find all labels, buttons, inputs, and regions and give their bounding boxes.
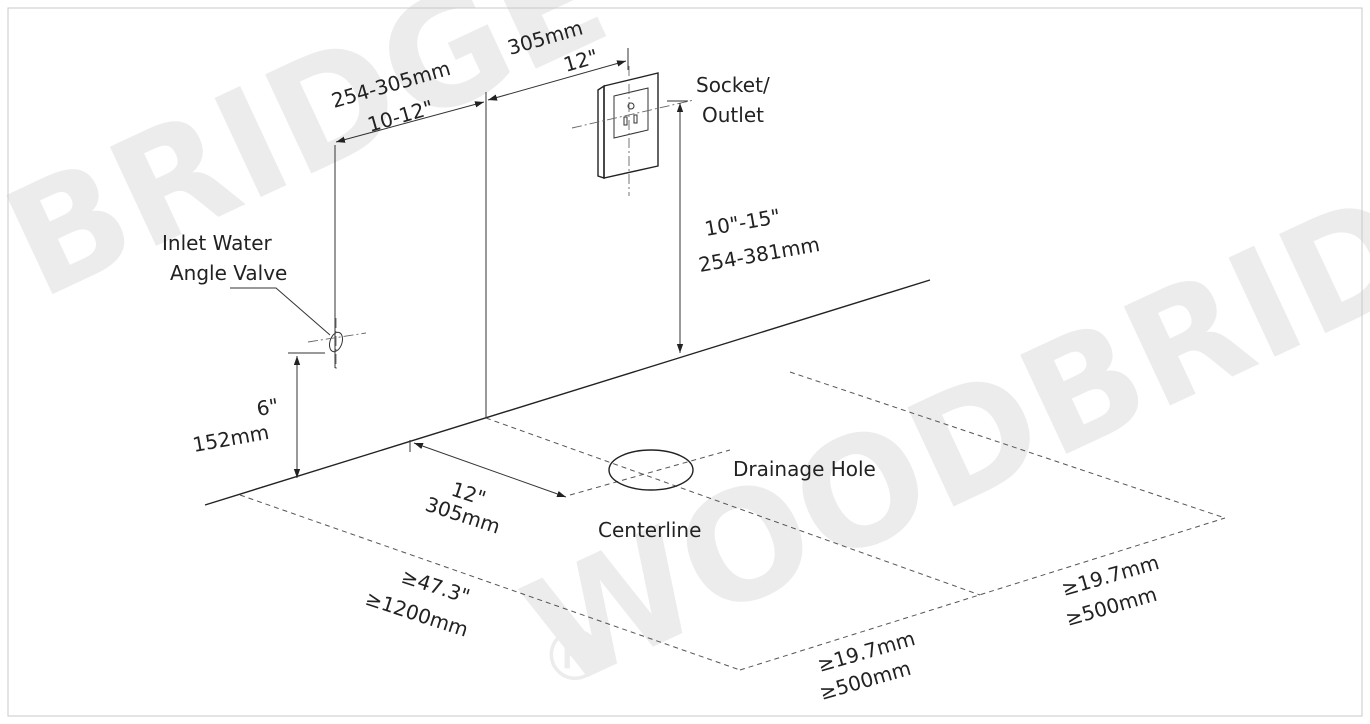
- drainage-hole-icon: [608, 449, 694, 491]
- wall-base-line: [204, 279, 931, 506]
- socket-label-line2: Outlet: [702, 103, 764, 127]
- inlet-leader-line: [230, 287, 331, 336]
- registered-mark: ®: [540, 615, 610, 697]
- socket-label-line1: Socket/: [696, 73, 770, 97]
- inlet-label-line1: Inlet Water: [162, 231, 273, 255]
- drain-offset-arrow: [413, 442, 567, 498]
- centerline-label: Centerline: [598, 518, 701, 542]
- drainage-hole-label: Drainage Hole: [733, 457, 876, 481]
- socket-offset-arrow: [487, 60, 627, 101]
- valve-height-mm-label: 152mm: [191, 420, 271, 457]
- floor-area-outline: [239, 371, 1226, 671]
- watermark-text-right: WOODBRID: [502, 161, 1370, 722]
- socket-height-in-label: 10"-15": [703, 204, 783, 241]
- socket-outlet-icon: [571, 66, 695, 196]
- frame-border: [7, 7, 1363, 717]
- valve-spacing-arrow: [335, 101, 485, 143]
- inlet-label-line2: Angle Valve: [170, 261, 287, 285]
- valve-height-in-label: 6": [255, 393, 281, 420]
- angle-valve-icon: [307, 318, 367, 370]
